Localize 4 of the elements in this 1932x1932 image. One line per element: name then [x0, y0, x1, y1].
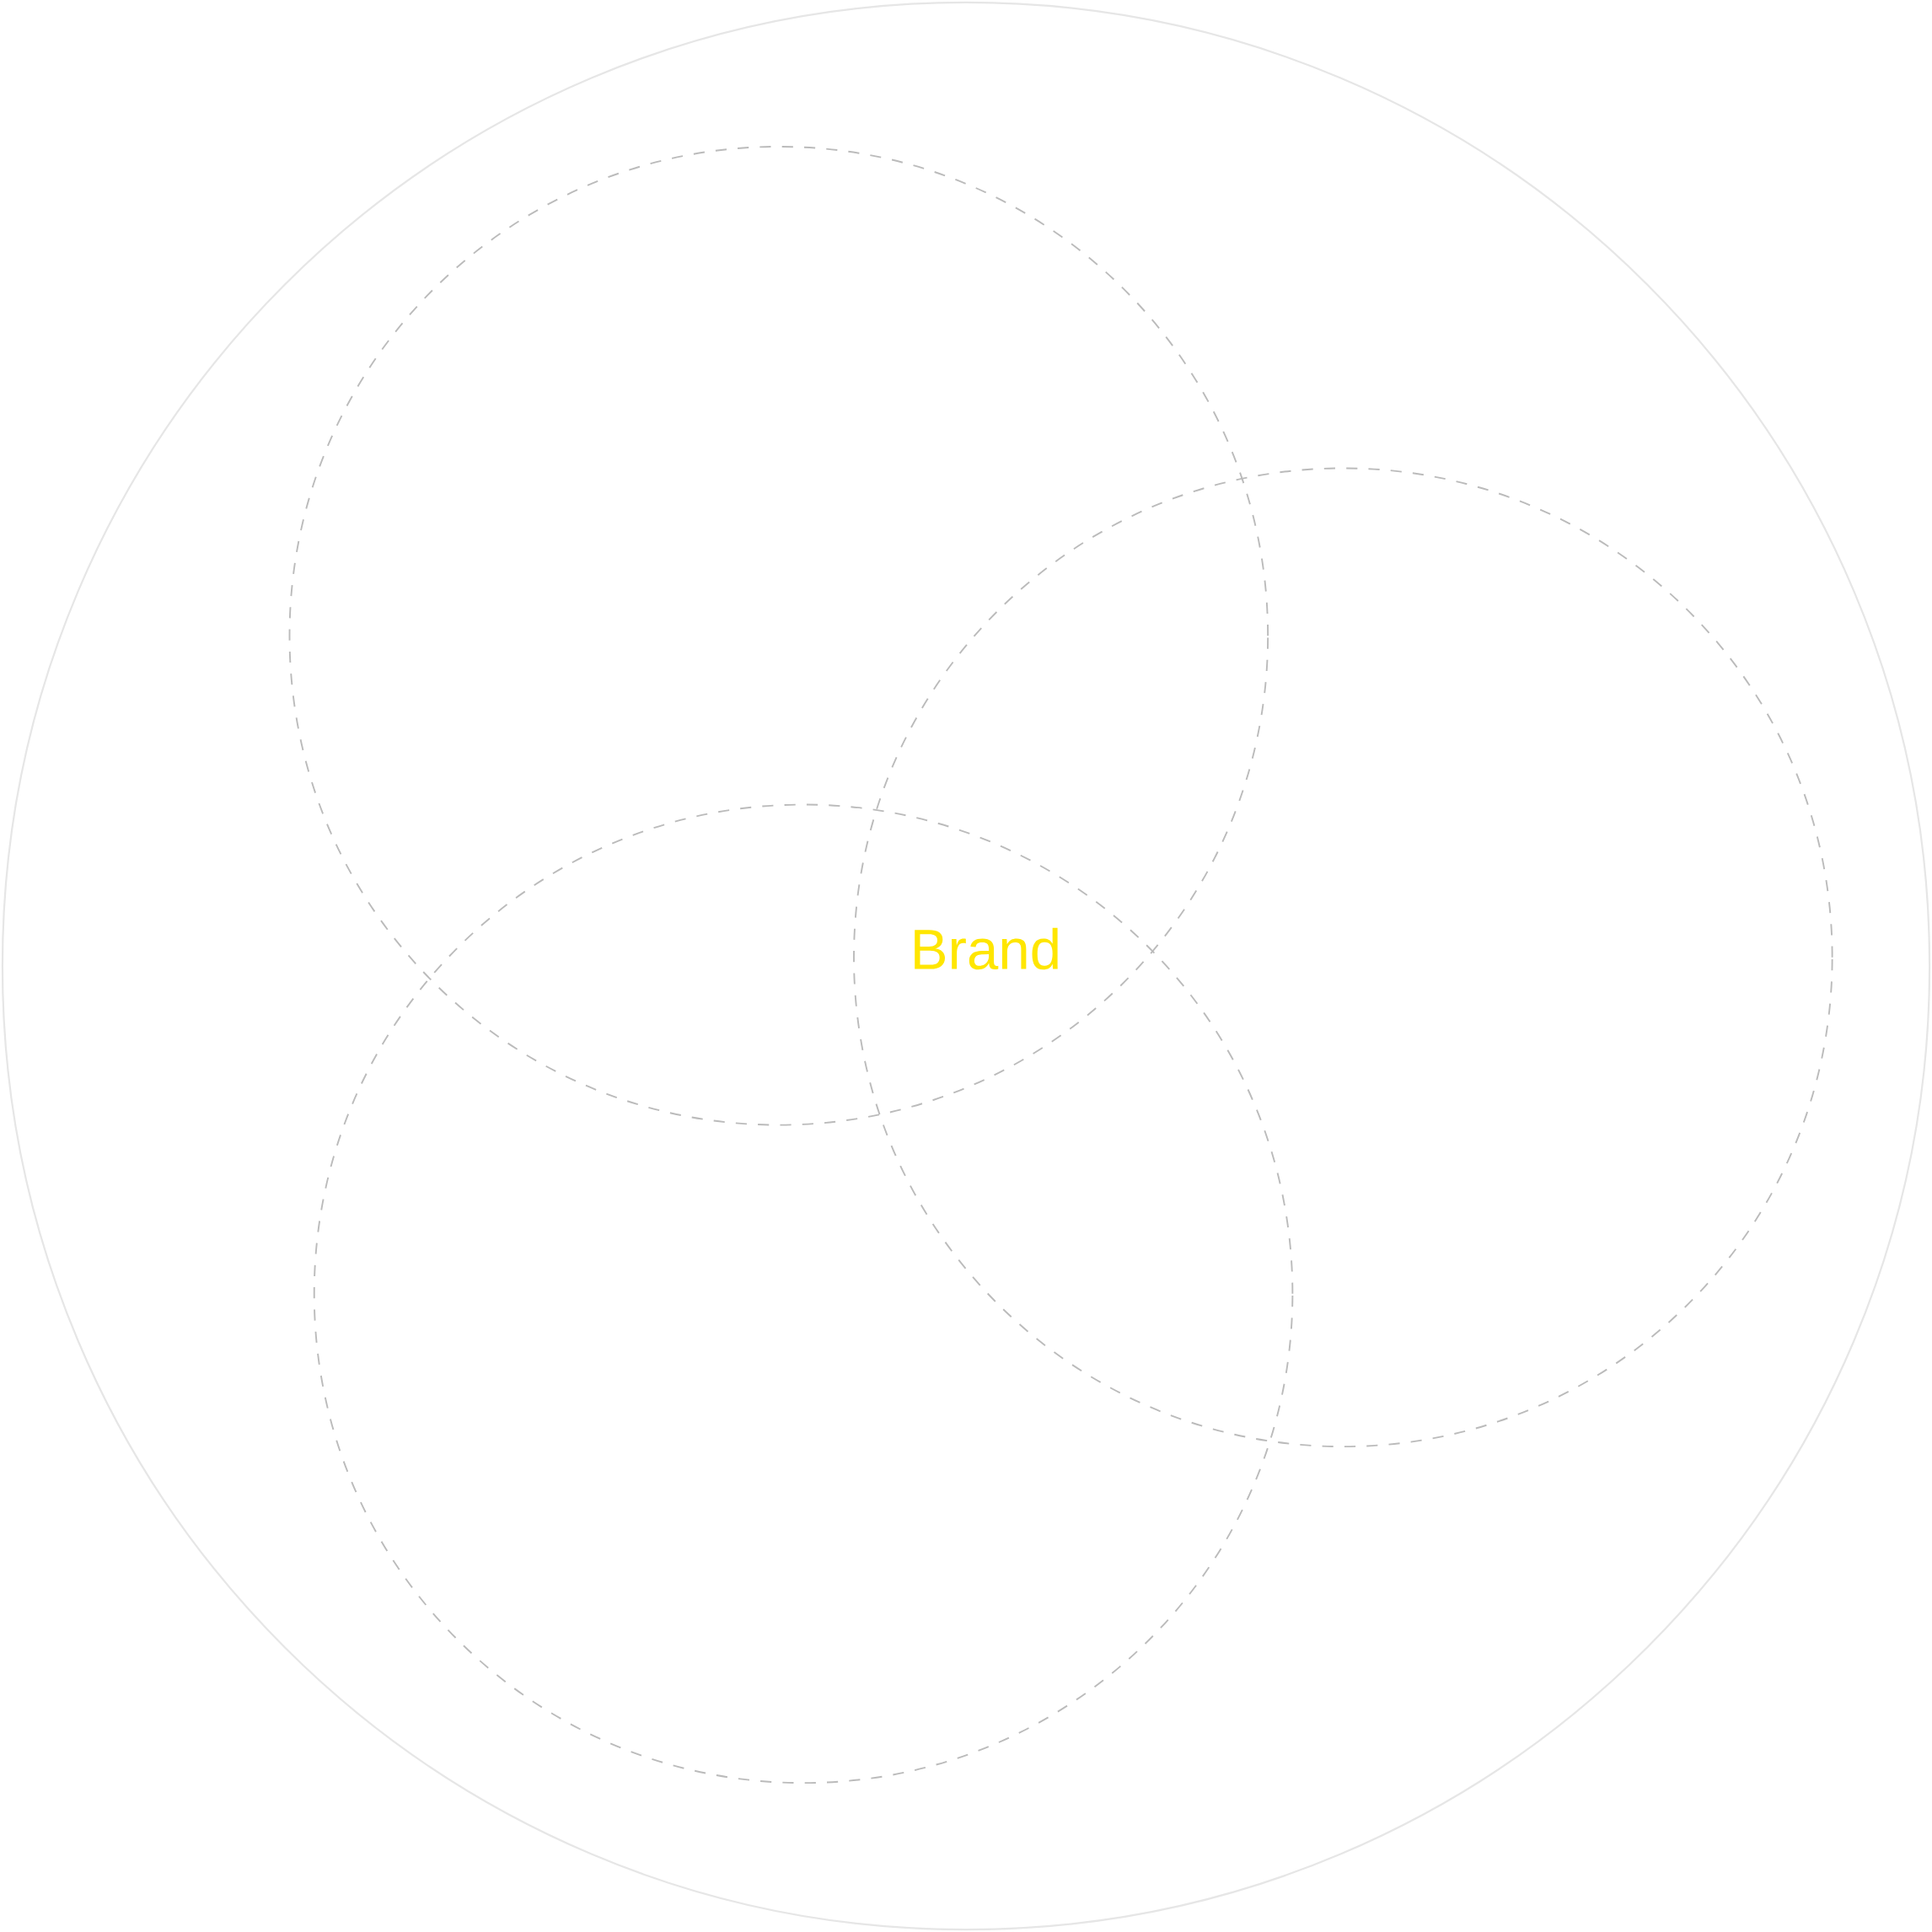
dashed-circle: [313, 803, 1294, 1784]
dashed-circle: [288, 146, 1269, 1126]
label-text: Brand: [915, 927, 1058, 970]
dashed-circle: [853, 467, 1833, 1448]
